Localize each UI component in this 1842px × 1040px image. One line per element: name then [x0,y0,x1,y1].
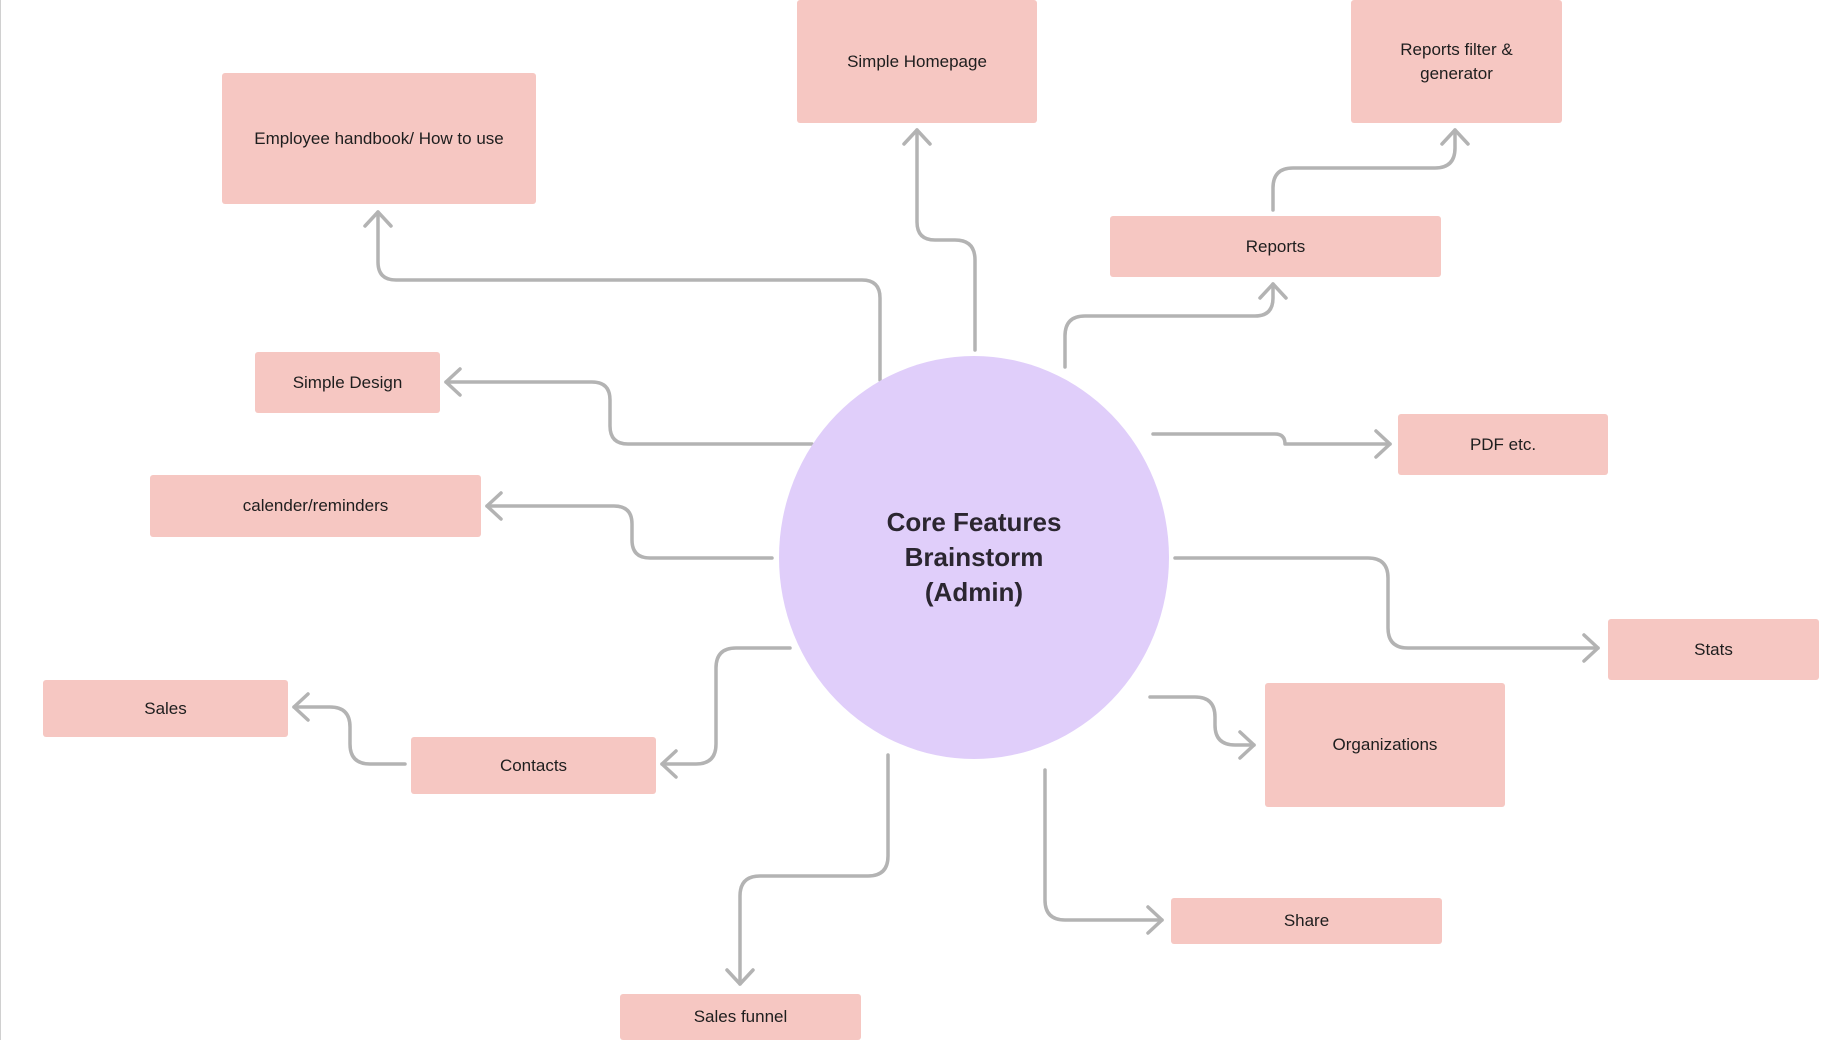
connector-employee-handbook [376,210,882,382]
arrowhead-organizations [1238,730,1256,760]
connector-pdf [1151,432,1392,446]
node-reports-filter: Reports filter & generator [1351,0,1562,123]
arrowhead-simple-design [444,367,462,397]
node-label: Reports filter & generator [1400,39,1513,83]
connector-simple-homepage [915,128,977,352]
node-pdf: PDF etc. [1398,414,1608,475]
frame-edge [0,0,1,1040]
node-label: Sales funnel [693,1007,788,1027]
node-sales: Sales [43,680,288,737]
connector-stats [1173,556,1600,650]
node-simple-design: Simple Design [255,352,440,413]
node-reports: Reports [1110,216,1441,277]
connector-sales-funnel [738,753,890,986]
arrowhead-simple-homepage [902,128,932,146]
node-label: Sales [144,698,187,718]
arrowhead-sales-funnel [725,968,755,986]
node-label: Contacts [499,755,568,775]
arrowhead-pdf [1374,429,1392,459]
connector-reports-filter [1271,128,1457,212]
node-label: Share [1283,911,1330,931]
center-node: Core Features Brainstorm (Admin) [779,356,1169,759]
node-label: Stats [1694,639,1733,659]
connector-share [1043,768,1164,922]
connector-calender [485,504,774,560]
arrowhead-calender [485,491,503,521]
node-calender: calender/reminders [150,475,481,537]
connector-sales [292,705,407,766]
center-title-line-2: Brainstorm [904,542,1044,572]
node-label: PDF etc. [1469,434,1537,454]
node-simple-homepage: Simple Homepage [797,0,1037,123]
node-stats: Stats [1608,619,1819,680]
node-label: Reports [1245,236,1306,256]
connector-simple-design [444,380,814,446]
node-organizations: Organizations [1265,683,1505,807]
arrowhead-employee-handbook [363,210,393,228]
node-label: Simple Design [292,372,403,392]
center-title-line-3: (Admin) [924,577,1024,607]
arrowhead-sales [292,692,310,722]
arrowhead-reports-filter [1440,128,1470,146]
arrowhead-share [1146,905,1164,935]
center-title: Core Features Brainstorm (Admin) [887,505,1062,610]
connector-organizations [1148,695,1256,747]
arrowhead-reports [1258,282,1288,300]
node-sales-funnel: Sales funnel [620,994,861,1040]
node-contacts: Contacts [411,737,656,794]
arrowhead-stats [1582,633,1600,663]
connector-reports [1063,282,1275,369]
node-label: calender/reminders [242,496,389,516]
node-label: Employee handbook/ How to use [254,128,504,148]
center-title-line-1: Core Features [886,507,1062,537]
node-share: Share [1171,898,1442,944]
arrowhead-contacts [660,749,678,779]
connector-contacts [660,646,792,766]
node-employee-handbook: Employee handbook/ How to use [222,73,536,204]
node-label: Organizations [1332,735,1438,755]
node-label: Simple Homepage [847,51,987,71]
